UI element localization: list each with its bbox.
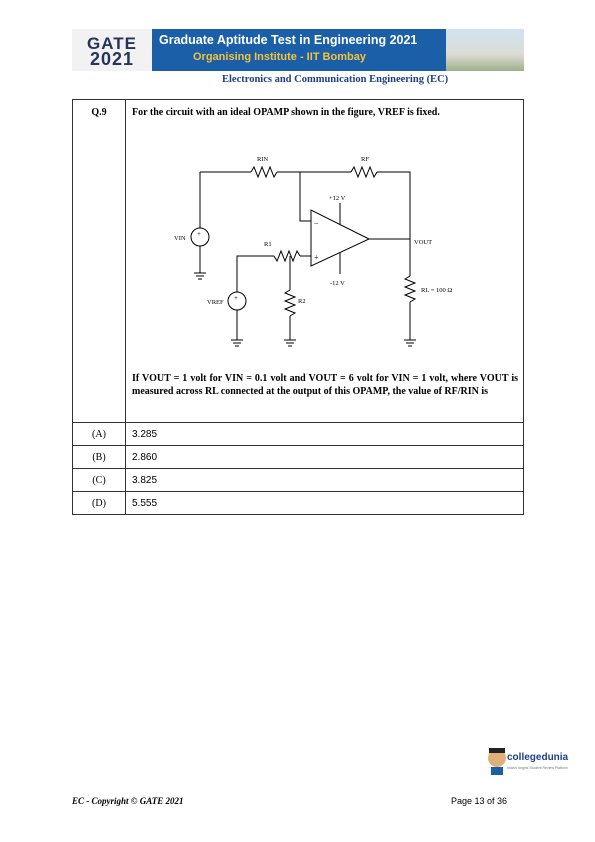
r2-label: R2 <box>298 298 306 305</box>
question-stem: If VOUT = 1 volt for VIN = 0.1 volt and … <box>132 373 518 397</box>
ground-symbol <box>194 272 206 280</box>
option-value: 5.555 <box>125 491 524 515</box>
question-row: Q.9 For the circuit with an ideal OPAMP … <box>72 99 524 423</box>
vref-polarity-plus: + <box>234 294 238 302</box>
brand-name: collegedunia <box>507 752 569 763</box>
gate-logo: GATE 2021 <box>72 29 152 71</box>
vin-polarity-plus: + <box>197 230 201 238</box>
rin-label: RIN <box>257 156 269 163</box>
subject-title: Electronics and Communication Engineerin… <box>222 74 449 85</box>
organising-institute: Organising Institute - IIT Bombay <box>193 51 366 63</box>
brand-tagline: India's largest Student Review Platform <box>507 766 568 770</box>
option-row[interactable]: (D) 5.555 <box>72 491 524 515</box>
option-row[interactable]: (A) 3.285 <box>72 422 524 446</box>
rl-resistor <box>403 275 417 303</box>
rf-resistor <box>350 165 378 179</box>
ground-symbol <box>404 339 416 347</box>
question-number: Q.9 <box>91 107 107 118</box>
vout-label: VOUT <box>414 239 432 246</box>
vin-label: VIN <box>174 235 186 242</box>
rl-label: RL = 100 Ω <box>421 287 452 294</box>
question-body-cell: For the circuit with an ideal OPAMP show… <box>125 99 524 423</box>
page-number: Page 13 of 36 <box>451 796 508 806</box>
option-label: (D) <box>72 491 126 515</box>
wire-top-right <box>377 171 411 240</box>
exam-title: Graduate Aptitude Test in Engineering 20… <box>159 33 418 47</box>
option-row[interactable]: (B) 2.860 <box>72 445 524 469</box>
wire-inverting <box>299 172 311 222</box>
vref-label: VREF <box>207 299 224 306</box>
r2-resistor <box>283 289 297 317</box>
minus-terminal: − <box>314 219 319 228</box>
mascot-icon <box>488 748 506 775</box>
copyright-footer: EC - Copyright © GATE 2021 <box>72 796 184 806</box>
campus-photo <box>446 29 524 71</box>
logo-gate-text: GATE <box>87 34 137 53</box>
rf-label: RF <box>361 156 369 163</box>
wire-r1-left <box>236 255 274 292</box>
plus-terminal: + <box>314 253 319 262</box>
ground-symbol <box>284 339 296 347</box>
r1-resistor <box>273 249 301 263</box>
logo-year-text: 2021 <box>89 49 135 69</box>
option-label: (B) <box>72 445 126 469</box>
ground-symbol <box>231 339 243 347</box>
rin-resistor <box>250 165 278 179</box>
pos-supply-label: +12 V <box>329 195 346 202</box>
r1-label: R1 <box>264 241 272 248</box>
question-table: Q.9 For the circuit with an ideal OPAMP … <box>72 99 524 515</box>
question-prompt: For the circuit with an ideal OPAMP show… <box>132 107 440 118</box>
neg-supply-label: -12 V <box>330 280 345 287</box>
